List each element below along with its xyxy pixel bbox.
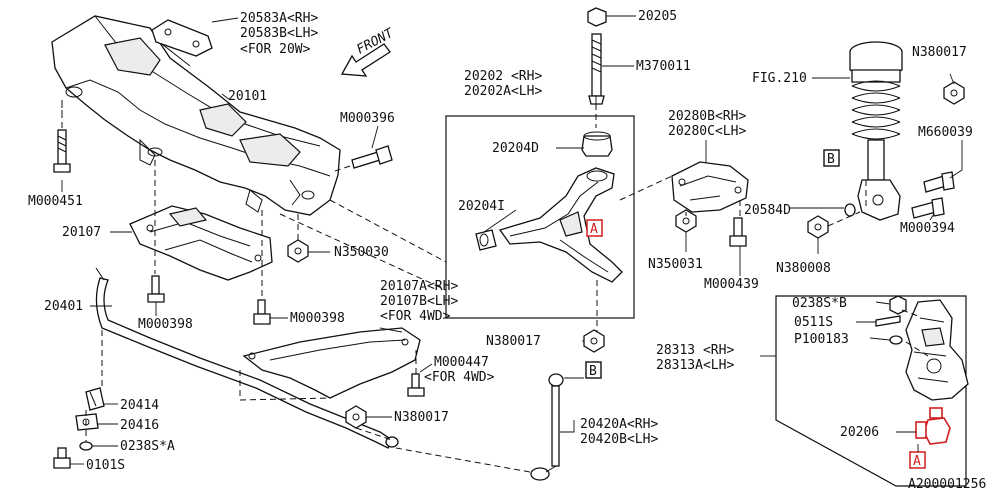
bolt-m660039 <box>923 171 955 193</box>
stabilizer-link-20420 <box>530 373 584 481</box>
label-m660039: M660039 <box>918 125 973 140</box>
bracket-20416 <box>75 413 99 431</box>
lower-arm-group-box <box>445 115 635 319</box>
label-fig210: FIG.210 <box>752 71 807 86</box>
nut-0238s-b <box>889 295 907 315</box>
nut-n350030 <box>287 239 309 263</box>
nut-n380017-low <box>345 405 367 429</box>
label-n380008: N380008 <box>776 261 831 276</box>
label-20583b: 20583B<LH> <box>240 26 318 41</box>
knuckle-group-box <box>775 295 967 487</box>
knuckle-28313 <box>905 299 969 401</box>
svg-text:B: B <box>589 364 597 379</box>
leader-lines <box>61 15 963 465</box>
bolt-m000451 <box>53 100 71 173</box>
lower-arm-20202 <box>498 167 623 283</box>
label-28313: 28313 <RH> <box>656 343 734 358</box>
label-20206: 20206 <box>840 425 879 440</box>
label-20107b: 20107B<LH> <box>380 294 458 309</box>
label-20205: 20205 <box>638 9 677 24</box>
label-0101s: 0101S <box>86 458 125 473</box>
plate-20107a <box>242 327 421 399</box>
label-n380017-mid: N380017 <box>486 334 541 349</box>
label-20202a: 20202A<LH> <box>464 84 542 99</box>
marker-a-knuckle: A <box>909 451 926 469</box>
svg-text:B: B <box>827 152 835 167</box>
label-20202: 20202 <RH> <box>464 69 542 84</box>
cap-20205 <box>587 7 607 27</box>
bolt-m370011 <box>588 33 605 105</box>
label-m370011: M370011 <box>636 59 691 74</box>
bushing-20204i <box>475 229 497 251</box>
bolt-m000396 <box>331 145 393 173</box>
label-20414: 20414 <box>120 398 159 413</box>
marker-b-strut: B <box>823 149 840 167</box>
svg-text:A: A <box>590 222 598 237</box>
label-20280b: 20280B<RH> <box>668 109 746 124</box>
label-p100183: P100183 <box>794 332 849 347</box>
label-m000439: M000439 <box>704 277 759 292</box>
label-m000398-b: M000398 <box>290 311 345 326</box>
bolt-0101s <box>53 447 71 469</box>
label-for-4wd-a: <FOR 4WD> <box>380 309 451 324</box>
label-n350031: N350031 <box>648 257 703 272</box>
washer-p100183 <box>889 335 903 345</box>
bushing-20204d <box>581 131 613 157</box>
nut-n350031 <box>675 209 697 233</box>
label-20101: 20101 <box>228 89 267 104</box>
label-20420b: 20420B<LH> <box>580 432 658 447</box>
marker-a-arm: A <box>586 219 603 237</box>
label-m000394: M000394 <box>900 221 955 236</box>
diagram-id: A200001256 <box>908 477 986 492</box>
label-20583a: 20583A<RH> <box>240 11 318 26</box>
label-0511s: 0511S <box>794 315 833 330</box>
label-m000447: M000447 <box>434 355 489 370</box>
label-for-4wd-b: <FOR 4WD> <box>424 370 495 385</box>
label-20401: 20401 <box>44 299 83 314</box>
bolt-m000439 <box>729 217 747 247</box>
nut-n380017-mid <box>583 329 605 353</box>
ball-joint-20206 <box>915 407 951 445</box>
part-labels: 20583A<RH> 20583B<LH> <FOR 20W> FRONT 20… <box>28 9 986 492</box>
label-n350030: N350030 <box>334 245 389 260</box>
label-20420a: 20420A<RH> <box>580 417 658 432</box>
label-20584d: 20584D <box>744 203 791 218</box>
bushing-20414 <box>85 387 105 411</box>
svg-text:A: A <box>913 454 921 469</box>
marker-b-link: B <box>585 361 602 379</box>
label-20204d: 20204D <box>492 141 539 156</box>
front-arrow <box>340 43 391 77</box>
label-m000396: M000396 <box>340 111 395 126</box>
label-m000451: M000451 <box>28 194 83 209</box>
nut-n380008 <box>807 215 829 239</box>
label-20280c: 20280C<LH> <box>668 124 746 139</box>
bracket-20280 <box>671 161 749 213</box>
label-20416: 20416 <box>120 418 159 433</box>
label-20107: 20107 <box>62 225 101 240</box>
bolt-m000398-a <box>147 275 165 303</box>
label-m000398-a: M000398 <box>138 317 193 332</box>
plate-20107 <box>129 205 273 281</box>
bracket-20583 <box>151 19 213 57</box>
washer-0238s-a <box>79 441 93 451</box>
bolt-m000398-b <box>253 299 271 325</box>
label-n380017-top: N380017 <box>912 45 967 60</box>
bolt-m000394 <box>911 197 945 219</box>
washer-20584d <box>844 203 856 217</box>
label-0238s-a: 0238S*A <box>120 439 175 454</box>
label-20204i: 20204I <box>458 199 505 214</box>
nut-n380017-top <box>943 81 965 105</box>
label-28313a: 28313A<LH> <box>656 358 734 373</box>
pin-0511s <box>875 315 901 327</box>
label-for-20w: <FOR 20W> <box>240 42 311 57</box>
dashed-guide-lines <box>61 100 929 473</box>
label-20107a: 20107A<RH> <box>380 279 458 294</box>
crossmember-20101 <box>51 15 341 216</box>
strut-assembly <box>849 41 903 221</box>
label-0238s-b: 0238S*B <box>792 296 847 311</box>
label-n380017-low: N380017 <box>394 410 449 425</box>
bolt-m000447 <box>407 373 425 397</box>
